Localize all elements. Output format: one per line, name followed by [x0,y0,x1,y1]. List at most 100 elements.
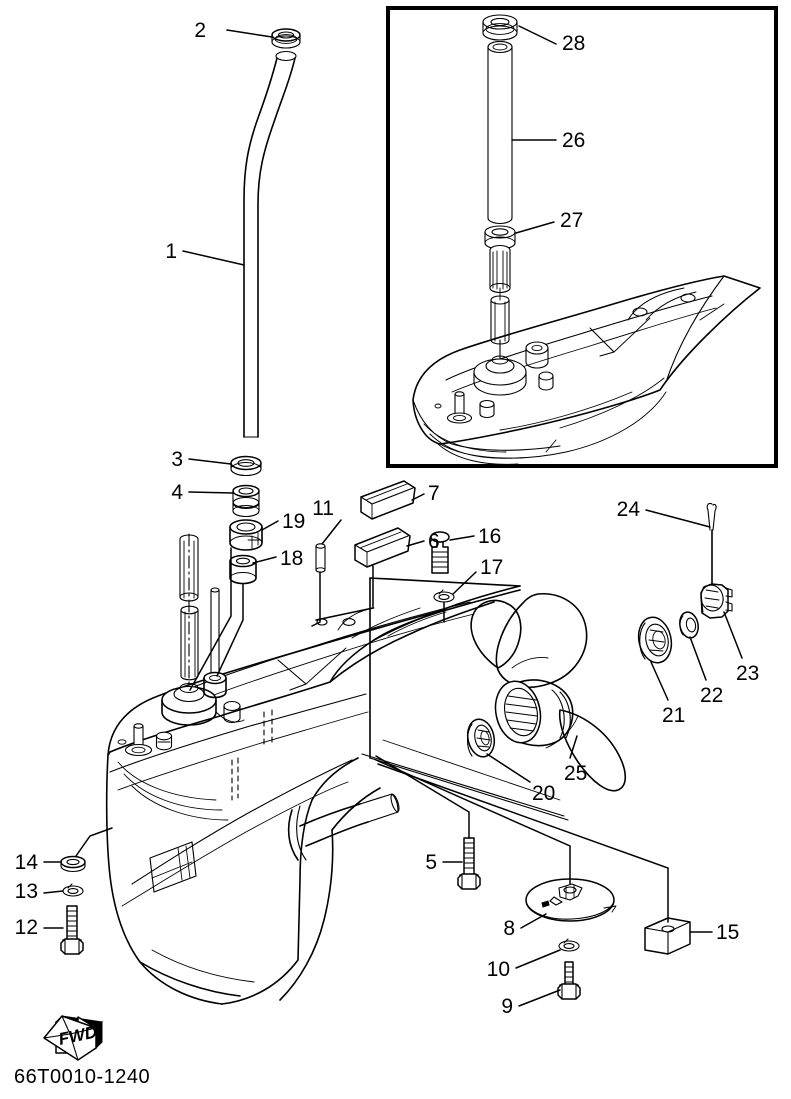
castle-nut-23 [700,583,733,619]
callout-label: 27 [560,209,583,232]
gearcase-anti-cavitation-plate [361,577,569,821]
shift-rod-top [275,50,297,62]
callout-12: 12 [15,916,64,939]
callout-23: 23 [723,611,759,685]
callout-11: 11 [311,497,342,627]
callout-label: 8 [503,917,515,940]
anode-bar-7 [360,480,416,520]
anode-block-15 [644,917,691,955]
callout-label: 24 [617,498,641,521]
leader-11-anchor [311,571,321,627]
shift-rod-grommet [271,28,301,49]
callout-8: 8 [375,759,571,940]
callout-label: 18 [280,547,303,570]
callout-21: 21 [650,661,685,727]
fwd-arrow: FWD [43,1015,104,1061]
spacer-21 [637,616,673,664]
callout-label: 6 [428,530,440,553]
inset-callout-28: 28 [518,25,585,55]
leader-14-anchor [75,827,113,857]
bolt-9 [557,961,581,1000]
callout-label: 11 [312,497,334,520]
leader-18-to-boss [216,583,244,677]
callout-16: 16 [449,525,501,548]
inset-frame [386,6,778,468]
bolt-5 [457,837,481,890]
leader-8-anchor [375,759,571,885]
trim-tab-anode-8 [525,878,617,922]
washer-3 [230,455,262,477]
callout-label: 20 [532,782,555,805]
callout-label: 16 [478,525,501,548]
propeller-25 [470,593,627,792]
inset-callout-27: 27 [515,209,583,234]
gearcase-top-boss [117,671,273,821]
washer-22 [679,611,699,639]
callout-label: 10 [487,958,510,981]
callout-17: 17 [443,556,503,623]
callout-4: 4 [171,481,234,504]
callout-15: 15 [377,763,739,944]
callout-24: 24 [617,498,711,528]
main-gearcase-housing [105,585,521,1005]
inset-driveshaft-tube [487,40,513,225]
callout-label: 23 [736,662,759,685]
callout-label: 13 [15,880,38,903]
callout-label: 5 [425,851,437,874]
bolt-16 [430,531,450,574]
leader-15-anchor [377,763,669,923]
leader-19-to-shaft [189,547,232,691]
callout-label: 21 [662,704,685,727]
callout-19: 19 [261,510,305,533]
shift-rod-lower [210,587,220,679]
callout-label: 9 [501,995,513,1018]
callout-2: 2 [194,19,273,42]
inset-callout-26: 26 [511,129,585,152]
bolt-12 [60,905,84,955]
callout-label: 2 [194,19,206,42]
main-driveshaft [179,533,199,701]
bushing-4 [232,484,260,518]
collar-nut-19 [229,519,263,551]
callout-label: 7 [428,482,440,505]
shift-rod-assembly [243,28,301,438]
cotter-pin-24 [706,502,717,585]
callout-label: 17 [480,556,503,579]
callout-label: 26 [562,129,585,152]
callout-label: 28 [562,32,585,55]
leader-6-anchor [315,565,374,621]
inset-splined-shaft [489,244,511,361]
washer-14 [60,855,86,873]
propeller-shaft [287,793,400,861]
dowel-pin-11 [315,543,326,573]
callout-label: 22 [700,684,723,707]
callout-25: 25 [564,735,587,785]
inset-upper-collar [482,14,518,41]
callout-label: 15 [716,921,739,944]
callout-label: 14 [15,851,39,874]
lock-washer-13 [62,883,84,897]
lock-washer-10 [558,938,580,952]
callout-1: 1 [165,240,245,266]
callout-label: 25 [564,762,587,785]
callout-10: 10 [487,949,561,981]
callout-label: 19 [282,510,305,533]
callout-label: 12 [15,916,38,939]
callout-14: 14 [15,827,113,874]
bushing-18 [229,554,257,585]
water-intake-slot [149,841,197,893]
diagram-part-number: 66T0010-1240 [14,1066,150,1088]
callout-22: 22 [689,636,723,707]
thrust-washer-20 [466,718,496,758]
callout-label: 4 [171,481,183,504]
driveshaft-detail-inset: 28 26 27 [386,6,778,468]
callout-3: 3 [171,448,232,471]
callout-label: 1 [165,240,177,263]
callout-label: 3 [171,448,183,471]
callout-20: 20 [486,753,555,805]
callout-7: 7 [411,482,440,505]
callout-6: 6 [315,530,440,621]
callout-9: 9 [501,989,561,1018]
